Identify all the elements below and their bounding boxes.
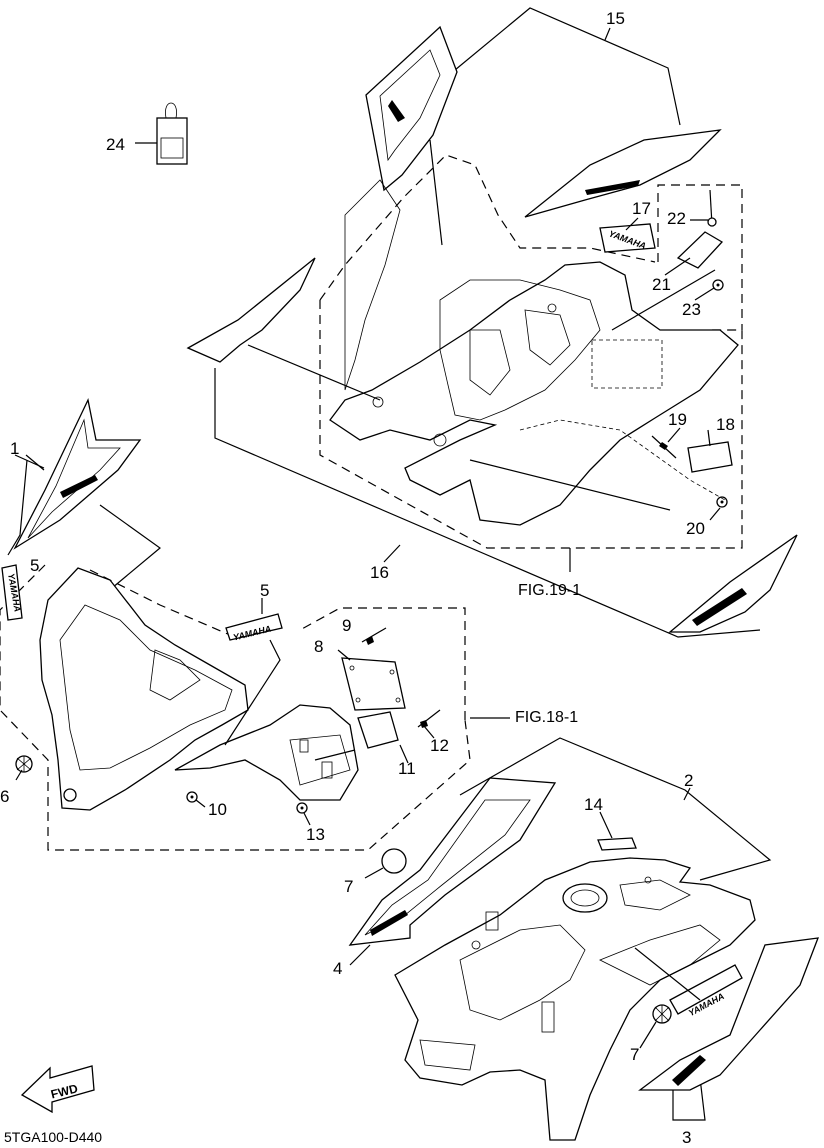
front-fender-group: YAMAHA YAMAHA <box>0 397 510 851</box>
plate-21 <box>676 231 724 269</box>
callout-18: 18 <box>716 415 735 434</box>
callout-16: 16 <box>370 563 389 582</box>
callout-20: 20 <box>686 519 705 538</box>
rear-fender <box>329 261 739 526</box>
plate-11 <box>357 711 399 749</box>
callout-5-left: 5 <box>30 556 39 575</box>
fig-ref-18-1: FIG.18-1 <box>515 709 578 726</box>
decal-16-left <box>186 257 316 363</box>
decal-15-right <box>524 129 722 218</box>
warning-tag-24 <box>135 102 188 165</box>
emblem-7-front <box>63 788 77 802</box>
callout-6: 6 <box>0 787 9 806</box>
callout-10: 10 <box>208 800 227 819</box>
front-lower-cover <box>174 704 359 801</box>
plate-8 <box>341 657 406 711</box>
svg-text:FWD: FWD <box>49 1081 79 1101</box>
callout-8: 8 <box>314 637 323 656</box>
callout-14: 14 <box>584 795 603 814</box>
callout-23: 23 <box>682 300 701 319</box>
emblem-3: YAMAHA <box>669 964 743 1018</box>
fuel-cap <box>562 883 608 913</box>
decal-1 <box>13 397 142 550</box>
callout-2: 2 <box>684 771 693 790</box>
callout-15: 15 <box>606 9 625 28</box>
fwd-arrow: FWD <box>20 1065 95 1114</box>
decal-16-right <box>668 534 798 633</box>
tank-cover-group: YAMAHA <box>348 737 819 1141</box>
decal-3 <box>638 937 819 1091</box>
callout-7-bottom: 7 <box>630 1045 639 1064</box>
emblem-5-left: YAMAHA <box>1 564 23 621</box>
callout-5-middle: 5 <box>260 581 269 600</box>
callout-22: 22 <box>667 209 686 228</box>
callout-12: 12 <box>430 736 449 755</box>
emblem-5-middle: YAMAHA <box>225 613 283 643</box>
callout-3: 3 <box>682 1128 691 1147</box>
callout-13: 13 <box>306 825 325 844</box>
rear-fender-group: YAMAHA <box>186 7 798 638</box>
callout-19: 19 <box>668 410 687 429</box>
callout-9: 9 <box>342 616 351 635</box>
emblem-7-top <box>381 848 407 874</box>
callout-11: 11 <box>398 759 416 778</box>
diagram-code: 5TGA100-D440 <box>4 1129 102 1145</box>
callout-24: 24 <box>106 135 125 154</box>
callout-17: 17 <box>632 199 651 218</box>
callout-21: 21 <box>652 275 671 294</box>
callout-4: 4 <box>333 959 342 978</box>
fig-ref-19-1: FIG.19-1 <box>518 582 581 599</box>
callout-1: 1 <box>10 439 19 458</box>
plate-18 <box>687 441 733 473</box>
decal-4 <box>348 777 557 946</box>
decal-14 <box>597 837 637 851</box>
front-fender <box>39 567 249 811</box>
pin-22 <box>707 217 717 227</box>
callout-7-top: 7 <box>344 877 353 896</box>
emblem-17: YAMAHA <box>599 223 656 253</box>
decal-15-left <box>365 25 458 192</box>
